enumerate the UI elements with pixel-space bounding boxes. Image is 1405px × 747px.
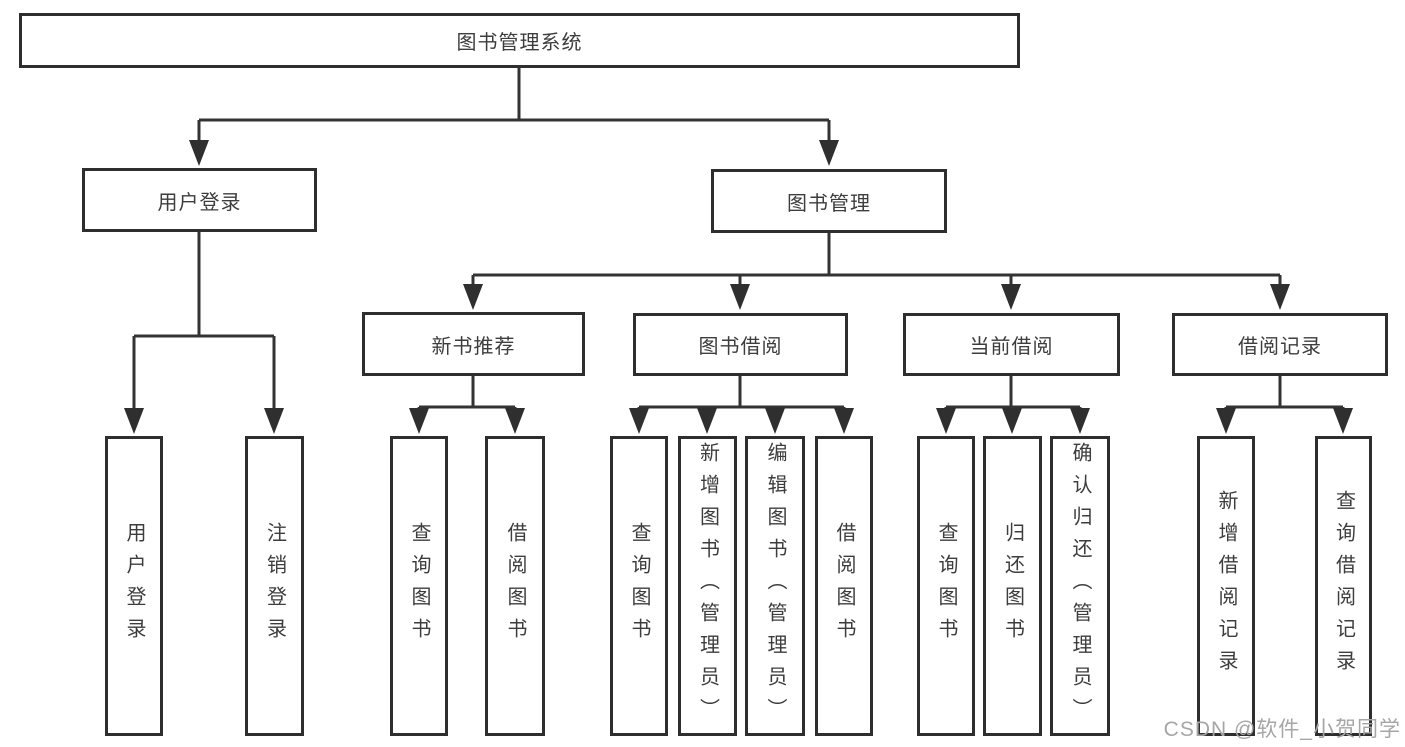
node-library-management-system: 图书管理系统 [19,13,1020,68]
node-label: 新增借阅记录 [1215,490,1237,682]
node-book-borrowing: 图书借阅 [633,313,848,376]
node-label: 查询图书 [628,522,650,650]
node-label: 确认归还（管理员） [1069,442,1091,730]
node-borrowing-records: 借阅记录 [1172,313,1388,376]
node-label: 借阅图书 [504,522,526,650]
node-label: 查询借阅记录 [1332,490,1355,682]
node-label: 用户登录 [157,191,242,214]
arrowhead [819,140,839,166]
leaf-query-books-recommend: 查询图书 [390,436,448,736]
arrowhead [264,408,284,434]
leaf-logout: 注销登录 [245,436,304,736]
node-label: 编辑图书（管理员） [764,442,786,730]
leaf-borrow-books: 借阅图书 [815,436,873,736]
leaf-query-borrow-record: 查询借阅记录 [1315,436,1372,736]
arrowhead [1216,408,1236,434]
leaf-user-login: 用户登录 [105,436,163,736]
arrowhead [1002,408,1022,434]
node-label: 用户登录 [123,522,145,650]
node-label: 查询图书 [408,522,430,650]
arrowhead [124,408,144,434]
node-book-management: 图书管理 [711,169,947,233]
leaf-query-books-current: 查询图书 [917,436,975,736]
node-label: 图书管理 [787,192,871,215]
arrowhead [936,408,956,434]
leaf-confirm-return-admin: 确认归还（管理员） [1050,436,1110,736]
leaf-borrow-books-recommend: 借阅图书 [485,436,545,736]
leaf-edit-books-admin: 编辑图书（管理员） [745,436,805,736]
arrowhead [730,284,750,310]
arrowhead [1333,408,1353,434]
arrowhead [834,408,854,434]
node-label: 归还图书 [1001,522,1024,650]
leaf-add-borrow-record: 新增借阅记录 [1197,436,1255,736]
node-label: 查询图书 [935,522,957,650]
arrowhead-group [124,140,1353,434]
arrowhead [629,408,649,434]
node-new-book-recommend: 新书推荐 [362,312,585,376]
node-label: 新书推荐 [431,335,516,358]
arrowhead [1270,284,1290,310]
arrowhead [505,408,525,434]
node-label: 借阅记录 [1238,336,1322,358]
node-label: 借阅图书 [833,522,855,650]
arrowhead [463,284,483,310]
arrowhead [409,408,429,434]
arrowhead [189,140,209,166]
node-label: 新增图书（管理员） [696,442,719,730]
node-label: 图书管理系统 [456,32,583,54]
node-user-login: 用户登录 [82,168,317,232]
leaf-return-books: 归还图书 [983,436,1042,736]
node-label: 当前借阅 [969,336,1054,358]
node-label: 注销登录 [263,522,286,650]
node-current-borrowing: 当前借阅 [903,313,1120,376]
arrowhead [1070,408,1090,434]
arrowhead [765,408,785,434]
node-label: 图书借阅 [698,336,783,358]
leaf-query-books-borrowing: 查询图书 [610,436,668,736]
arrowhead [1001,284,1021,310]
arrowhead [697,408,717,434]
leaf-add-books-admin: 新增图书（管理员） [678,436,737,736]
